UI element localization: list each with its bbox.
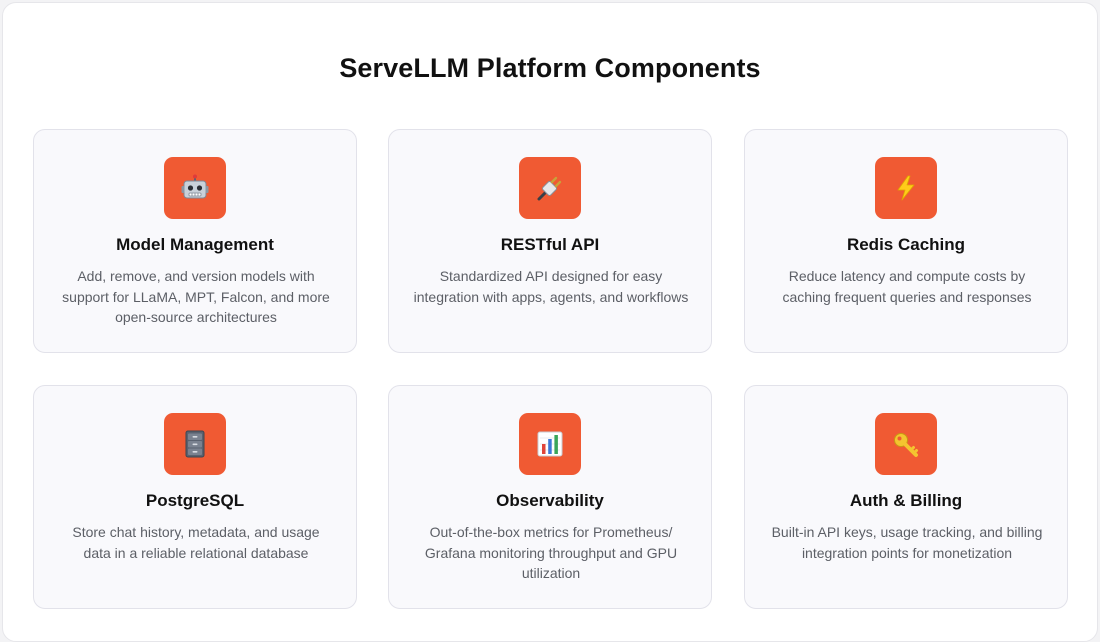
card-model-management: Model Management Add, remove, and versio… — [33, 129, 357, 353]
card-title: Redis Caching — [846, 235, 966, 254]
card-title: Auth & Billing — [849, 491, 963, 510]
card-title: Observability — [496, 491, 604, 510]
card-restful-api: RESTful API Standardized API designed fo… — [388, 129, 712, 353]
card-title: Model Management — [116, 235, 274, 254]
robot-icon — [164, 157, 226, 219]
card-description: Built-in API keys, usage tracking, and b… — [771, 524, 1043, 561]
card-redis-caching: Redis Caching Reduce latency and compute… — [744, 129, 1068, 353]
card-description: Add, remove, and version models with sup… — [62, 268, 330, 325]
file-cabinet-icon — [164, 413, 226, 475]
page-title: ServeLLM Platform Components — [339, 53, 761, 83]
card-postgresql: PostgreSQL Store chat history, metadata,… — [33, 385, 357, 609]
card-description: Reduce latency and compute costs by cach… — [782, 268, 1032, 305]
card-description: Store chat history, metadata, and usage … — [72, 524, 320, 561]
plug-icon — [519, 157, 581, 219]
card-auth-billing: Auth & Billing Built-in API keys, usage … — [744, 385, 1068, 609]
card-description: Out-of-the-box metrics for Prometheus/ G… — [424, 524, 678, 581]
bar-chart-icon — [519, 413, 581, 475]
card-description: Standardized API designed for easy integ… — [413, 268, 689, 305]
card-title: PostgreSQL — [145, 491, 245, 510]
lightning-icon — [875, 157, 937, 219]
key-icon — [875, 413, 937, 475]
card-observability: Observability Out-of-the-box metrics for… — [388, 385, 712, 609]
card-title: RESTful API — [500, 235, 600, 254]
